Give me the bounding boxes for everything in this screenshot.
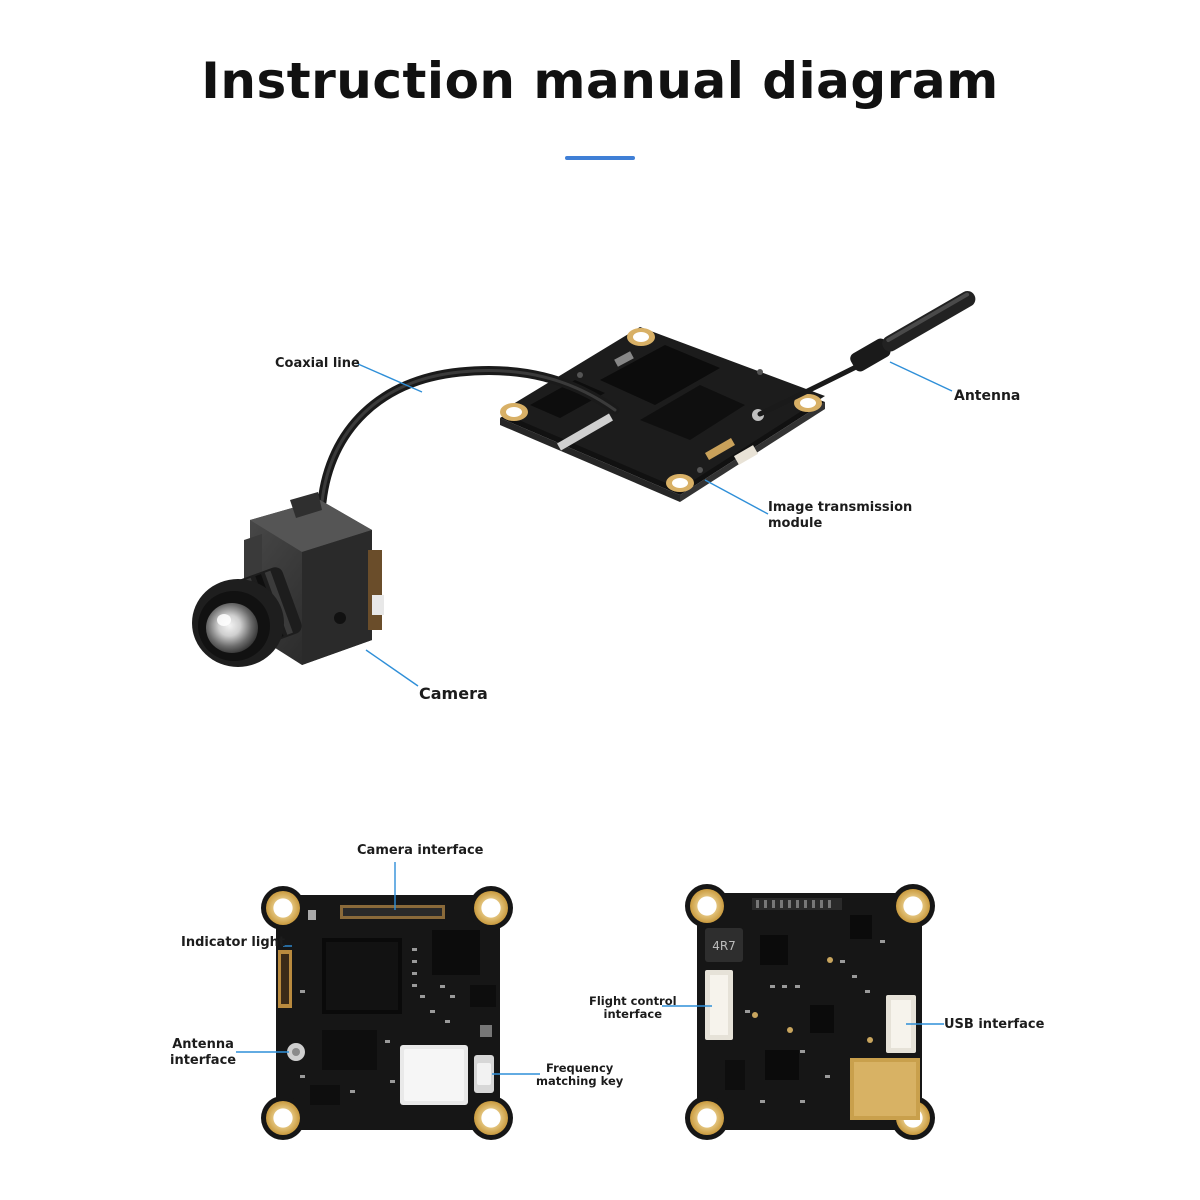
label-camera-interface: Camera interface — [357, 843, 484, 858]
label-flight-control-line2: interface — [603, 1007, 663, 1021]
label-antenna: Antenna — [954, 388, 1021, 404]
callout-coaxial-line — [357, 363, 423, 393]
transmission-module-top — [500, 327, 825, 502]
camera — [192, 492, 384, 667]
label-flight-control-line1: Flight control — [589, 994, 677, 1008]
callout-lines — [236, 361, 953, 1075]
callout-camera — [365, 649, 419, 687]
mount-hole-pad — [794, 394, 822, 412]
mount-hole-pad — [500, 403, 528, 421]
label-image-transmission-line2: module — [768, 516, 823, 531]
label-antenna-interface: Antenna interface — [170, 1037, 236, 1069]
label-coaxial-line: Coaxial line — [275, 356, 360, 371]
antenna — [850, 291, 976, 372]
label-frequency-matching-key: Frequency matching key — [536, 1062, 623, 1088]
label-camera: Camera — [419, 684, 488, 703]
label-frequency-key-line2: matching key — [536, 1074, 624, 1088]
mount-hole-pad — [627, 328, 655, 346]
label-indicator-light: Indicator light — [181, 935, 286, 950]
label-frequency-key-line1: Frequency — [545, 1061, 614, 1075]
label-image-transmission-module: Image transmission module — [768, 500, 912, 532]
callout-antenna — [889, 361, 953, 392]
page-title: Instruction manual diagram — [201, 52, 999, 110]
label-antenna-interface-line1: Antenna — [172, 1037, 234, 1052]
antenna-cable — [757, 363, 861, 417]
label-image-transmission-line1: Image transmission — [768, 500, 913, 515]
board-back: 4R7 — [685, 884, 935, 1140]
label-flight-control-interface: Flight control interface — [589, 995, 677, 1021]
board-front — [261, 886, 513, 1140]
callout-image-transmission — [704, 479, 769, 515]
label-usb-interface: USB interface — [944, 1017, 1045, 1032]
label-antenna-interface-line2: interface — [170, 1053, 237, 1068]
mount-hole-pad — [666, 474, 694, 492]
title-underline — [565, 156, 635, 160]
inductor-marking: 4R7 — [712, 939, 736, 953]
